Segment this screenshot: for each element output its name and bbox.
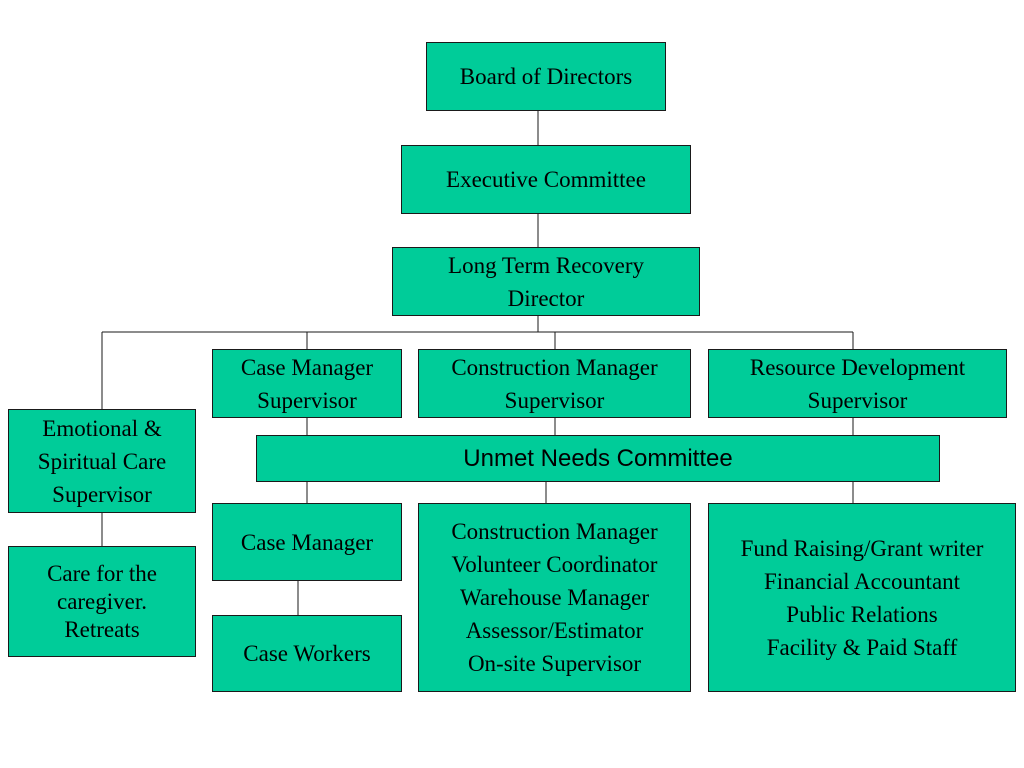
- box-label-line: caregiver.: [56, 588, 148, 614]
- emotional-spiritual-care-supervisor-box: Emotional & Spiritual Care Supervisor: [8, 409, 196, 513]
- construction-manager-supervisor-box: Construction Manager Supervisor: [418, 349, 691, 418]
- case-workers-box: Case Workers: [212, 615, 402, 692]
- box-label-line: Fund Raising/Grant writer: [740, 535, 984, 561]
- box-label-line: Director: [507, 285, 585, 311]
- box-label-line: Supervisor: [257, 387, 357, 413]
- board-of-directors-box: Board of Directors: [426, 42, 666, 111]
- resource-development-supervisor-box: Resource Development Supervisor: [708, 349, 1007, 418]
- box-label: Case Workers: [243, 641, 371, 666]
- box-label-line: Supervisor: [52, 481, 152, 507]
- box-label-line: Construction Manager: [451, 519, 658, 544]
- box-label-line: Emotional &: [42, 415, 162, 441]
- box-label-line: Volunteer Coordinator: [451, 552, 658, 577]
- construction-staff-box: Construction Manager Volunteer Coordinat…: [418, 503, 691, 692]
- box-label-line: On-site Supervisor: [467, 651, 642, 676]
- executive-committee-box: Executive Committee: [401, 145, 691, 214]
- case-manager-box: Case Manager: [212, 503, 402, 581]
- box-label-line: Supervisor: [807, 387, 908, 413]
- box-label-line: Resource Development: [749, 354, 966, 380]
- box-label-line: Public Relations: [786, 601, 938, 627]
- unmet-needs-committee-box: Unmet Needs Committee: [256, 435, 940, 482]
- box-label-line: Retreats: [64, 616, 140, 642]
- box-label-line: Assessor/Estimator: [465, 618, 644, 643]
- resource-staff-box: Fund Raising/Grant writer Financial Acco…: [708, 503, 1016, 692]
- box-label: Board of Directors: [459, 64, 633, 89]
- box-label: Case Manager: [240, 529, 374, 555]
- care-for-caregiver-box: Care for the caregiver. Retreats: [8, 546, 196, 657]
- box-label: Unmet Needs Committee: [463, 445, 733, 472]
- box-label-line: Supervisor: [504, 387, 605, 413]
- box-label-line: Facility & Paid Staff: [766, 634, 958, 660]
- case-manager-supervisor-box: Case Manager Supervisor: [212, 349, 402, 418]
- box-label-line: Care for the: [47, 560, 157, 586]
- box-label-line: Construction Manager: [451, 354, 658, 380]
- long-term-recovery-director-box: Long Term Recovery Director: [392, 247, 700, 316]
- box-label-line: Case Manager: [240, 354, 374, 380]
- box-label-line: Spiritual Care: [37, 448, 167, 474]
- box-label-line: Long Term Recovery: [448, 252, 644, 278]
- box-label-line: Financial Accountant: [763, 568, 961, 594]
- box-label: Executive Committee: [446, 167, 646, 192]
- box-label-line: Warehouse Manager: [459, 585, 650, 610]
